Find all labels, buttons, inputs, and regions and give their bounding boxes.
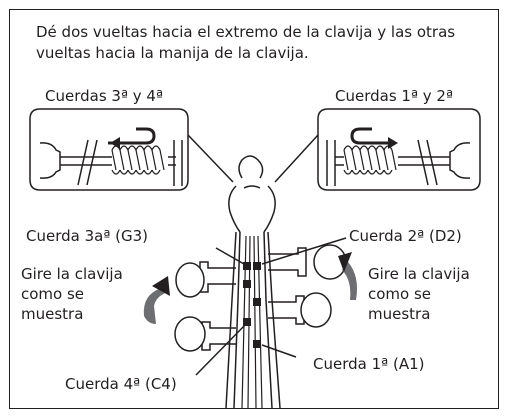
label-string-4: Cuerda 4ª (C4)	[65, 375, 177, 393]
label-turn-left: Gire la clavija como se muestra	[21, 265, 123, 323]
instruction-text: Dé dos vueltas hacia el extremo de la cl…	[36, 23, 456, 62]
callout-title-strings-1-2: Cuerdas 1ª y 2ª	[335, 87, 454, 105]
label-string-1: Cuerda 1ª (A1)	[313, 355, 425, 373]
peg-string-1	[268, 292, 332, 328]
label-string-3: Cuerda 3aª (G3)	[26, 227, 149, 245]
figure-frame	[9, 9, 499, 409]
leader-string-3	[215, 247, 245, 265]
left-peg-closeup	[29, 108, 234, 191]
leader-string-4	[195, 323, 247, 376]
label-string-2: Cuerda 2ª (D2)	[349, 227, 462, 245]
peg-string-4	[174, 316, 236, 352]
leader-string-2	[261, 237, 347, 265]
peg-string-3	[175, 261, 236, 298]
label-turn-right: Gire la clavija como se muestra	[368, 265, 470, 323]
curved-turn-arrow-icon	[143, 252, 357, 324]
cello-scroll	[225, 155, 281, 408]
u-turn-arrow-right-icon	[350, 127, 394, 145]
leader-string-1	[261, 344, 297, 358]
callout-title-strings-3-4: Cuerdas 3ª y 4ª	[45, 87, 164, 105]
u-turn-arrow-left-icon	[108, 127, 156, 145]
right-peg-closeup	[274, 108, 481, 191]
